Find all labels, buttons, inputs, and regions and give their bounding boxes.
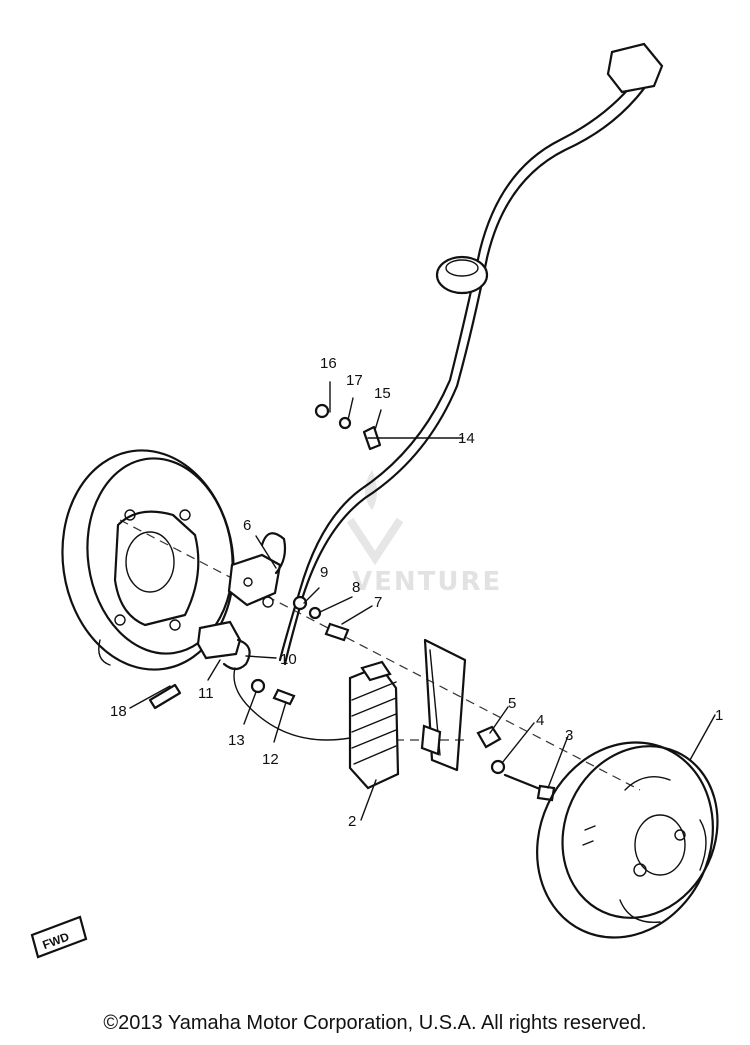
callout-11: 11 bbox=[198, 685, 214, 702]
callout-8: 8 bbox=[352, 579, 360, 596]
screw-part-16 bbox=[314, 403, 330, 419]
lighting-coil-part-2 bbox=[233, 660, 400, 790]
bracket-part-5 bbox=[476, 725, 502, 749]
callout-7: 7 bbox=[374, 594, 382, 611]
washer-part-17 bbox=[338, 416, 352, 430]
callout-15: 15 bbox=[374, 385, 391, 402]
screw-part-12 bbox=[272, 688, 296, 706]
callout-17: 17 bbox=[346, 372, 363, 389]
callout-1: 1 bbox=[715, 707, 723, 724]
flywheel-rotor-part-1 bbox=[536, 741, 719, 939]
callout-numbers: 1 2 3 4 5 6 7 8 9 10 11 12 13 14 15 16 1… bbox=[110, 355, 723, 830]
copyright-notice: ©2013 Yamaha Motor Corporation, U.S.A. A… bbox=[103, 1012, 647, 1034]
washer-part-9 bbox=[292, 595, 308, 611]
condenser-part-11 bbox=[196, 620, 251, 671]
coil-bracket bbox=[420, 638, 467, 772]
watermark-text: VENTURE bbox=[352, 567, 502, 597]
callout-4: 4 bbox=[536, 712, 544, 729]
screw-part-7 bbox=[324, 622, 350, 642]
callout-2: 2 bbox=[348, 813, 356, 830]
callout-3: 3 bbox=[565, 727, 573, 744]
callout-16: 16 bbox=[320, 355, 337, 372]
contact-breaker-part-6 bbox=[227, 532, 287, 608]
stator-base-plate bbox=[61, 449, 235, 710]
washer-part-4 bbox=[490, 759, 506, 775]
callout-5: 5 bbox=[508, 695, 516, 712]
assembly-axis bbox=[119, 519, 641, 791]
fwd-arrow: FWD bbox=[30, 915, 88, 959]
callout-13: 13 bbox=[228, 732, 245, 749]
callout-14: 14 bbox=[458, 430, 475, 447]
bolt-part-3 bbox=[503, 773, 547, 793]
leader-lines bbox=[129, 381, 716, 821]
callout-9: 9 bbox=[320, 564, 328, 581]
watermark-logo: VENTURE bbox=[346, 470, 502, 597]
small-screws-and-washers bbox=[250, 403, 556, 802]
washer-part-8 bbox=[308, 606, 322, 620]
callout-10: 10 bbox=[280, 651, 297, 668]
callout-18: 18 bbox=[110, 703, 127, 720]
washer-part-13 bbox=[250, 678, 266, 694]
lead-wire-part-14 bbox=[278, 42, 664, 666]
callout-6: 6 bbox=[243, 517, 251, 534]
callout-12: 12 bbox=[262, 751, 279, 768]
